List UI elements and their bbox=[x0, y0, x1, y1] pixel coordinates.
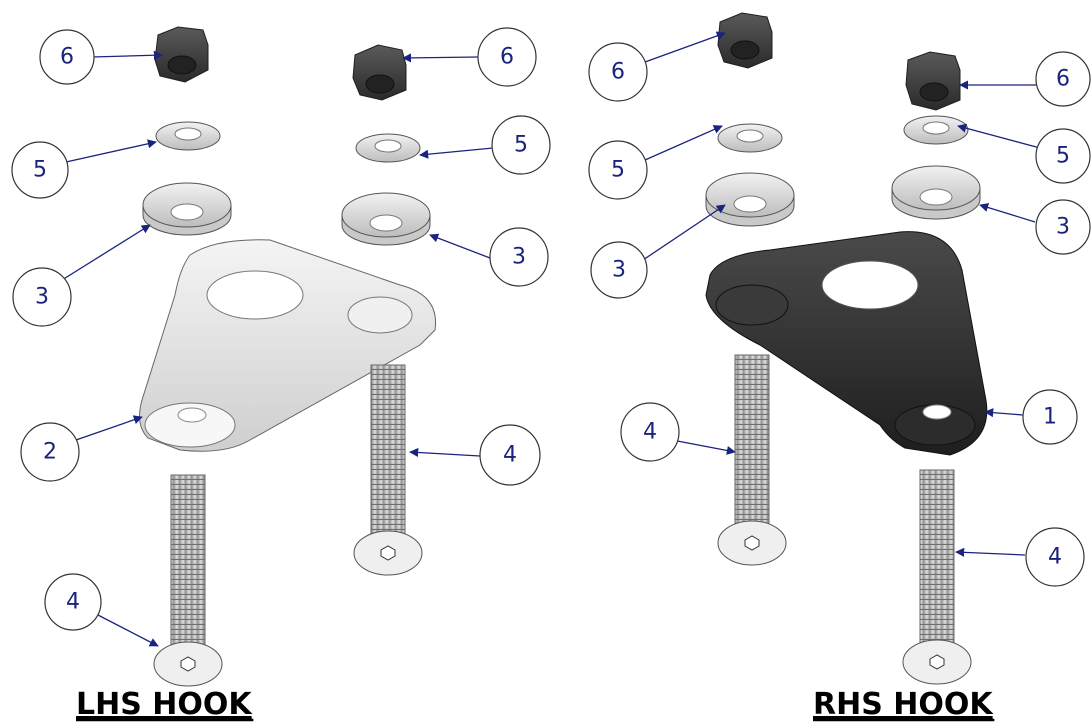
callout-rhs-hook: 1 bbox=[1022, 389, 1078, 445]
rhs-bolt-left bbox=[717, 354, 787, 566]
svg-text:4: 4 bbox=[643, 420, 657, 445]
rhs-washer-3-left bbox=[705, 172, 795, 227]
rhs-nut-left bbox=[717, 12, 773, 69]
callout-rhs-nut-a: 6 bbox=[588, 42, 648, 102]
svg-text:4: 4 bbox=[66, 590, 80, 615]
lhs-bolt-right bbox=[353, 364, 423, 576]
rhs-bolt-right bbox=[902, 469, 972, 685]
callout-lhs-washer3-b: 3 bbox=[489, 227, 549, 287]
svg-text:1: 1 bbox=[1043, 405, 1057, 430]
rhs-washer-3-right bbox=[891, 165, 981, 220]
svg-text:3: 3 bbox=[1056, 215, 1070, 240]
callout-lhs-nut-a: 6 bbox=[39, 29, 95, 85]
callout-lhs-washer5-b: 5 bbox=[491, 115, 551, 175]
callout-rhs-nut-b: 6 bbox=[1035, 51, 1091, 107]
rhs-washer-5-left bbox=[717, 123, 783, 153]
lhs-washer-5-left bbox=[155, 121, 221, 151]
callout-rhs-bolt-a: 4 bbox=[620, 402, 680, 462]
lhs-washer-3-left bbox=[142, 182, 232, 236]
svg-text:6: 6 bbox=[1056, 67, 1070, 92]
rhs-hook-body bbox=[705, 231, 988, 456]
lhs-washer-5-right bbox=[355, 133, 421, 163]
callout-lhs-washer5-a: 5 bbox=[11, 141, 69, 199]
svg-text:4: 4 bbox=[503, 443, 517, 468]
svg-text:5: 5 bbox=[1056, 144, 1070, 169]
lhs-hook-caption: LHS HOOK bbox=[76, 687, 253, 722]
svg-text:5: 5 bbox=[611, 158, 625, 183]
lhs-nut-left bbox=[154, 26, 209, 83]
lhs-bolt-left bbox=[153, 474, 223, 687]
svg-text:2: 2 bbox=[43, 440, 57, 465]
svg-text:5: 5 bbox=[514, 133, 528, 158]
callout-lhs-bolt-a: 4 bbox=[479, 424, 541, 486]
lhs-hook-body bbox=[139, 239, 437, 452]
callout-rhs-washer3-b: 3 bbox=[1035, 199, 1091, 255]
callout-lhs-washer3-a: 3 bbox=[12, 267, 72, 327]
svg-text:3: 3 bbox=[35, 285, 49, 310]
callout-rhs-washer3-a: 3 bbox=[590, 241, 648, 299]
svg-text:4: 4 bbox=[1048, 545, 1062, 570]
rhs-hook-caption: RHS HOOK bbox=[813, 687, 994, 722]
svg-text:6: 6 bbox=[611, 60, 625, 85]
callout-rhs-washer5-a: 5 bbox=[588, 140, 648, 200]
callout-rhs-bolt-b: 4 bbox=[1025, 527, 1085, 587]
rhs-nut-right bbox=[905, 51, 961, 111]
svg-text:6: 6 bbox=[500, 45, 514, 70]
rhs-washer-5-right bbox=[903, 115, 969, 145]
callout-lhs-bolt-b: 4 bbox=[44, 573, 102, 631]
callout-lhs-hook: 2 bbox=[20, 422, 80, 482]
svg-text:3: 3 bbox=[512, 245, 526, 270]
svg-text:3: 3 bbox=[612, 258, 626, 283]
svg-text:5: 5 bbox=[33, 158, 47, 183]
svg-text:6: 6 bbox=[60, 45, 74, 70]
callout-rhs-washer5-b: 5 bbox=[1035, 128, 1091, 184]
leader-lines bbox=[61, 31, 1060, 647]
lhs-washer-3-right bbox=[341, 192, 431, 246]
lhs-nut-right bbox=[352, 44, 407, 101]
callout-lhs-nut-b: 6 bbox=[477, 27, 537, 87]
